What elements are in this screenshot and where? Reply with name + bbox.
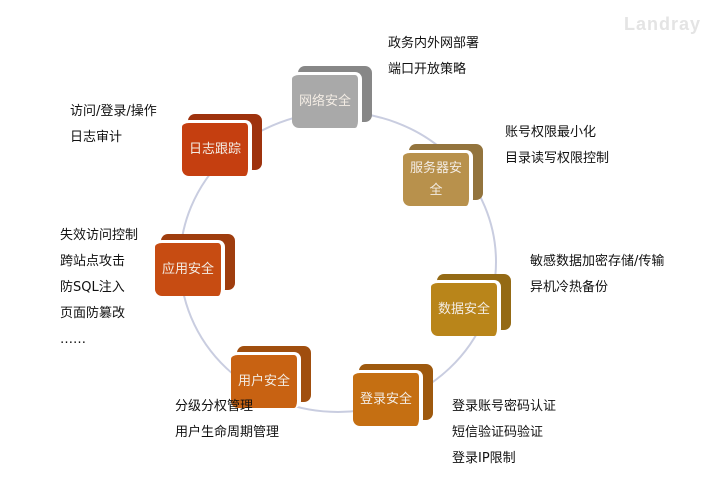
note: 登录账号密码认证 — [452, 399, 557, 414]
node-server-security: 服务器安全 — [403, 144, 483, 206]
note: 访问/登录/操作 — [70, 104, 157, 119]
node-label: 数据安全 — [431, 280, 501, 336]
node-label: 用户安全 — [231, 352, 301, 408]
note: …… — [60, 332, 86, 347]
notes-log: 访问/登录/操作日志审计 — [70, 99, 157, 151]
note: 跨站点攻击 — [60, 254, 126, 269]
notes-network: 政务内外网部署端口开放策略 — [388, 31, 479, 83]
node-label: 网络安全 — [292, 72, 362, 128]
note: 用户生命周期管理 — [175, 425, 280, 440]
note: 分级分权管理 — [175, 399, 254, 414]
node-network-security: 网络安全 — [292, 66, 372, 128]
node-label: 服务器安全 — [403, 150, 473, 206]
notes-data: 敏感数据加密存储/传输异机冷热备份 — [530, 249, 664, 301]
notes-server: 账号权限最小化目录读写权限控制 — [505, 120, 609, 172]
node-label: 日志跟踪 — [182, 120, 252, 176]
node-label: 应用安全 — [155, 240, 225, 296]
node-label: 登录安全 — [353, 370, 423, 426]
note: 端口开放策略 — [388, 62, 467, 77]
note: 目录读写权限控制 — [505, 151, 610, 166]
note: 登录IP限制 — [452, 451, 516, 466]
notes-user: 分级分权管理用户生命周期管理 — [175, 394, 279, 446]
note: 失效访问控制 — [60, 228, 139, 243]
notes-login: 登录账号密码认证短信验证码验证登录IP限制 — [452, 394, 556, 472]
note: 页面防篡改 — [60, 306, 126, 321]
note: 账号权限最小化 — [505, 125, 597, 140]
note: 日志审计 — [70, 130, 123, 145]
node-data-security: 数据安全 — [431, 274, 511, 336]
note: 防SQL注入 — [60, 280, 125, 295]
node-log-tracking: 日志跟踪 — [182, 114, 262, 176]
note: 异机冷热备份 — [530, 280, 609, 295]
note: 政务内外网部署 — [388, 36, 480, 51]
landray-logo: Landray — [624, 14, 702, 34]
node-login-security: 登录安全 — [353, 364, 433, 426]
note: 敏感数据加密存储/传输 — [530, 254, 665, 269]
note: 短信验证码验证 — [452, 425, 544, 440]
node-application-security: 应用安全 — [155, 234, 235, 296]
notes-application: 失效访问控制跨站点攻击防SQL注入页面防篡改 …… — [60, 223, 138, 353]
node-user-security: 用户安全 — [231, 346, 311, 408]
